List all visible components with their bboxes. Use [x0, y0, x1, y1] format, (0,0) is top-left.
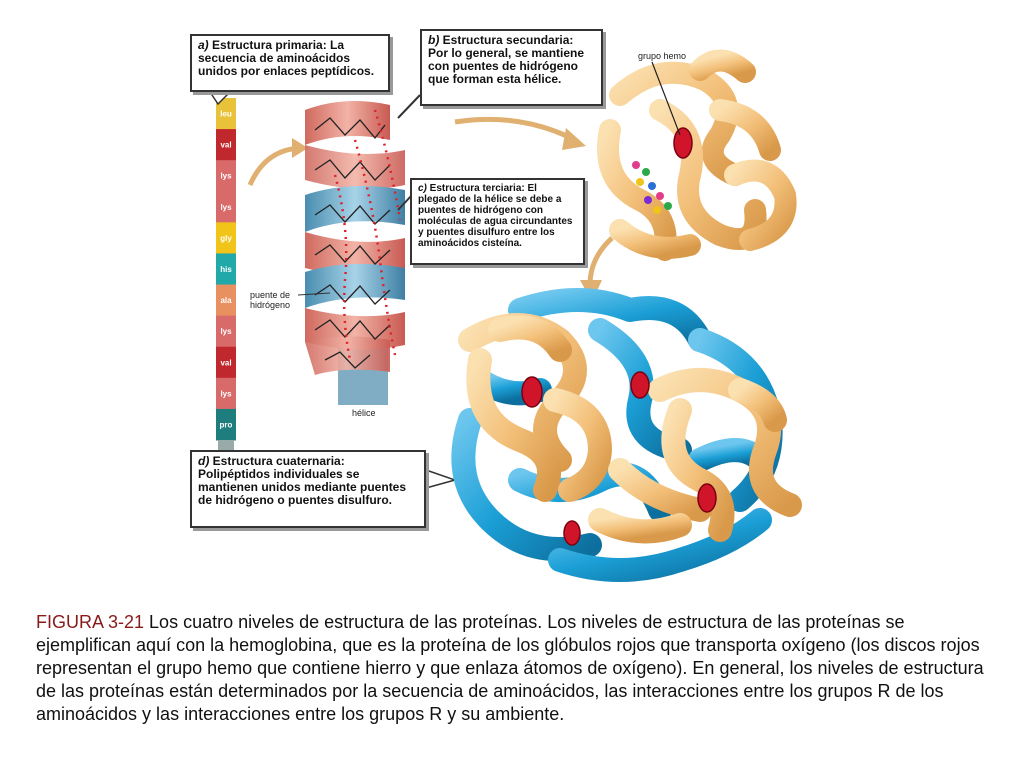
amino-acid-label: leu: [220, 110, 232, 119]
heme-disc: [697, 483, 717, 513]
amino-acid-segment: [216, 346, 236, 379]
amino-acid-label: val: [220, 141, 231, 150]
tertiary-structure: [597, 49, 797, 261]
helix-chain: [324, 351, 371, 369]
callout-a-letter: a): [198, 38, 213, 52]
amino-acid-label: gly: [220, 234, 232, 243]
amino-acid-label: lys: [220, 389, 232, 398]
hemo-pointer: [651, 61, 681, 136]
helice-label: hélice: [352, 408, 376, 418]
grupo-hemo-label: grupo hemo: [638, 51, 687, 61]
amino-acid-segment: [216, 408, 236, 441]
arrow-head: [562, 128, 586, 150]
callout-d-text: Estructura cuaternaria: Polipéptidos ind…: [198, 454, 407, 507]
amino-acid-label: pro: [220, 420, 233, 429]
helix-chain: [314, 117, 386, 140]
helix-chain: [314, 284, 391, 305]
puente-pointer: [297, 292, 331, 296]
heme-disc: [521, 376, 543, 408]
heme-disc: [563, 520, 581, 546]
amino-acid-segment: [216, 315, 236, 348]
amino-acid-segment: [216, 222, 236, 254]
callout-a-pointer: [209, 91, 231, 106]
amino-acid-label: ala: [220, 296, 232, 305]
arrow-head: [292, 138, 308, 158]
amino-acid-segment: [216, 191, 236, 223]
arrow-secondary-to-tertiary: [454, 116, 577, 143]
amino-acid-segment: [216, 253, 236, 286]
callout-tertiary-structure: c) Estructura terciaria: El plegado de l…: [410, 178, 585, 265]
helix-turn: [305, 336, 390, 375]
helix-turn: [305, 186, 405, 232]
protein-structure-figure: leu val lys lys gly his ala lys val lys pro: [209, 49, 802, 582]
callout-c-text: Estructura terciaria: El plegado de la h…: [418, 183, 573, 249]
callout-a-text: Estructura primaria: La secuencia de ami…: [198, 38, 375, 78]
helix-turn: [305, 101, 390, 145]
callout-c-pointer: [397, 194, 413, 211]
puente-hidrogeno-label: puente de hidrógeno: [250, 290, 291, 310]
figure-caption: FIGURA 3-21 Los cuatro niveles de estruc…: [36, 611, 996, 726]
quaternary-structure: [451, 288, 802, 582]
callout-c-letter: c): [418, 183, 430, 194]
amino-strip-tail: [218, 440, 234, 450]
amino-acid-segment: [216, 98, 236, 130]
amino-acid-label: his: [220, 265, 232, 274]
alpha-helix: [305, 101, 405, 405]
callout-primary-structure: a) Estructura primaria: La secuencia de …: [190, 34, 390, 92]
callout-b-text: Estructura secundaria: Por lo general, s…: [428, 33, 585, 86]
heme-disc: [673, 127, 693, 159]
caption-text: Los cuatro niveles de estructura de las …: [36, 612, 984, 724]
helix-turn: [305, 263, 405, 308]
amino-acid-label: val: [220, 358, 231, 367]
heme-disc: [630, 371, 650, 399]
amino-acid-segment: [216, 377, 236, 410]
callout-b-pointer: [397, 94, 421, 119]
callout-b-letter: b): [428, 33, 443, 47]
figure-label: FIGURA 3-21: [36, 612, 145, 632]
molecule-beads: [632, 161, 672, 214]
helix-chain: [314, 159, 391, 181]
callout-secondary-structure: b) Estructura secundaria: Por lo general…: [420, 29, 603, 106]
callout-d-pointer: [425, 469, 458, 489]
arrow-tertiary-to-quaternary: [587, 236, 614, 286]
amino-acid-strip: leu val lys lys gly his ala lys val lys pro: [216, 98, 236, 450]
callout-d-letter: d): [198, 454, 213, 468]
amino-acid-label: lys: [220, 172, 232, 181]
amino-acid-label: lys: [220, 203, 232, 212]
callout-quaternary-structure: d) Estructura cuaternaria: Polipéptidos …: [190, 450, 426, 528]
amino-acid-segment: [216, 284, 236, 317]
helix-chain: [314, 244, 391, 265]
helix-chain: [314, 319, 391, 340]
amino-acid-segment: [216, 129, 236, 161]
hydrogen-bond-line: [333, 174, 352, 361]
amino-acid-segment: [216, 160, 236, 192]
helix-chain: [314, 204, 391, 225]
amino-acid-label: lys: [220, 327, 232, 336]
